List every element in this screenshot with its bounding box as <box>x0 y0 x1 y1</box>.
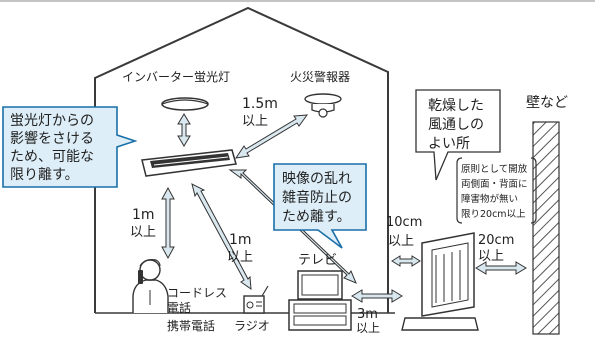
radio-icon <box>243 285 269 314</box>
fire-alarm-icon <box>304 93 342 118</box>
radio-label: ラジオ <box>234 319 270 333</box>
dist-20cm-ijo: 以上 <box>478 249 504 264</box>
dist-3m: 3m <box>357 307 378 322</box>
wall-label: 壁など <box>526 95 568 111</box>
dist-10cm: 10cm <box>386 215 422 230</box>
person-phone-icon <box>132 259 169 313</box>
cordless-label-1: コードレス <box>167 286 227 300</box>
principle-line-1: 原則として開放 <box>461 163 528 175</box>
receiver-unit-icon <box>401 232 479 331</box>
dist-1m-a: 1m <box>132 207 155 223</box>
principle-line-4: 限り20cm以上 <box>461 209 526 220</box>
callout-fluorescent-line-4: 限り離す。 <box>10 166 79 183</box>
indoor-unit-icon <box>141 149 237 177</box>
callout-interference: 映像の乱れ 雑音防止の ため離す。 <box>273 163 367 249</box>
callout-dry-line-1: 乾燥した <box>428 98 484 114</box>
mobile-phone-label: 携帯電話 <box>167 318 215 333</box>
dist-1m-a-ijo: 以上 <box>130 225 156 240</box>
principle-note: 原則として開放 両側面・背面に 障害物が無い 限り20cm以上 <box>456 157 537 224</box>
arrow-unit-alarm <box>234 114 309 159</box>
callout-dry-line-2: 風通しの <box>428 117 484 133</box>
principle-line-2: 両側面・背面に <box>461 178 528 190</box>
arrow-unit-radio <box>191 183 252 291</box>
callout-fluorescent-line-1: 蛍光灯からの <box>10 113 94 129</box>
callout-interference-line-2: 雑音防止の <box>282 189 352 206</box>
ceiling-light-icon <box>161 97 209 111</box>
callout-interference-line-3: ため離す。 <box>282 208 351 225</box>
callout-fluorescent: 蛍光灯からの 影響をさける ため、可能な 限り離す。 <box>2 106 138 188</box>
callout-dry-line-3: よい所 <box>428 136 470 152</box>
arrow-unit-tv <box>228 169 357 284</box>
callout-dry-airy: 乾燥した 風通しの よい所 <box>415 89 501 181</box>
arrow-unit-phone <box>161 186 175 260</box>
dist-1m-b-ijo: 以上 <box>227 250 253 265</box>
arrow-tv-receiver <box>351 289 403 303</box>
arrow-10cm <box>391 255 421 267</box>
callout-interference-line-1: 映像の乱れ <box>282 171 352 187</box>
dist-10cm-ijo: 以上 <box>388 234 414 249</box>
tv-label: テレビ <box>298 253 337 268</box>
fire-alarm-label: 火災警報器 <box>290 69 350 84</box>
arrow-20cm <box>475 261 527 275</box>
wall-hatch <box>532 121 560 335</box>
callout-fluorescent-line-3: ため、可能な <box>10 149 94 165</box>
dist-1m-b: 1m <box>229 232 252 248</box>
arrow-light-unit <box>177 113 191 147</box>
dist-1-5m-ijo: 以上 <box>242 114 268 129</box>
dist-1-5m: 1.5m <box>242 96 278 112</box>
tv-icon <box>288 270 352 331</box>
dist-20cm: 20cm <box>478 233 514 248</box>
cordless-label-2: 電話 <box>167 300 191 315</box>
inverter-light-label: インバーター蛍光灯 <box>122 70 230 84</box>
callout-fluorescent-line-2: 影響をさける <box>10 130 94 147</box>
principle-line-3: 障害物が無い <box>461 193 518 205</box>
dist-3m-ijo: 以上 <box>356 321 380 335</box>
